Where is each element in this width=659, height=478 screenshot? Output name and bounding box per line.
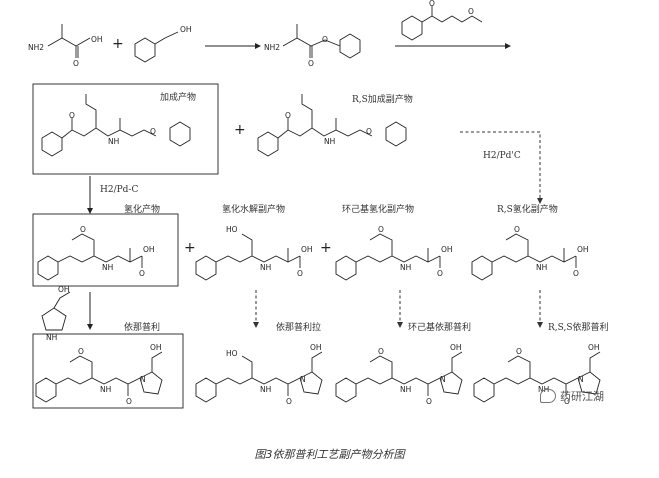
oxygen-label: O: [150, 127, 156, 136]
hydrogenation-product-structure: O NH OH O: [37, 225, 155, 281]
oxygen-label: O: [297, 269, 303, 278]
ethyl-benzoylacrylate-structure: O O: [401, 0, 483, 41]
addition-product-box: [32, 83, 219, 175]
cyclohexyl-hydro-byproduct-structure: O NH OH O: [335, 225, 453, 281]
nitrogen-label: N: [300, 375, 306, 384]
amine-label: NH: [260, 385, 271, 394]
hydroxyl-label: OH: [150, 343, 162, 352]
watermark-text: 药研江湖: [560, 390, 604, 403]
amine-label: NH: [100, 385, 111, 394]
nitrogen-label: N: [440, 375, 446, 384]
hydroxyl-label: OH: [301, 245, 313, 254]
plus-sign: +: [184, 240, 196, 256]
proline-structure: OH NH: [41, 285, 71, 342]
h2-pdc-label-right: H2/Pd'C: [483, 151, 521, 161]
rs-hydro-byproduct-structure: O NH OH O: [471, 225, 589, 281]
plus-sign: +: [320, 240, 332, 256]
oxygen-label: O: [73, 59, 79, 68]
addition-product-label: 加成产物: [160, 91, 196, 103]
oxygen-label: O: [437, 269, 443, 278]
cyclohexyl-enalapril-label: 环己基依那普利: [408, 321, 471, 333]
cyclohexyl-hydro-byproduct-label: 环己基氢化副产物: [342, 203, 414, 215]
oxygen-label: O: [468, 7, 474, 16]
chat-bubble-icon: [540, 389, 556, 403]
hydroxyl-label: OH: [91, 35, 103, 44]
amine-label: NH: [536, 263, 547, 272]
hydroxyl-label: OH: [180, 25, 192, 34]
rs-addition-byproduct-label: R,S加成副产物: [352, 93, 413, 105]
oxygen-label: O: [322, 35, 328, 44]
alanine-structure: NH2 OH O: [28, 24, 103, 68]
oxygen-label: O: [139, 269, 145, 278]
dashed-arrow: [460, 131, 541, 198]
nitrogen-label: N: [578, 375, 584, 384]
amine-label: NH: [46, 333, 57, 342]
oxygen-label: O: [308, 59, 314, 68]
hydroxyl-label: OH: [58, 285, 70, 294]
amine-label: NH: [108, 137, 119, 146]
oxygen-label: O: [126, 397, 132, 406]
oxygen-label: O: [80, 225, 86, 234]
hydrogenation-product-box: [32, 213, 179, 287]
plus-sign: +: [234, 122, 246, 138]
hydroxyl-label: HO: [226, 225, 238, 234]
benzyl-alcohol-structure: OH: [134, 25, 192, 63]
oxygen-label: O: [514, 225, 520, 234]
oxygen-label: O: [286, 397, 292, 406]
oxygen-label: O: [366, 127, 372, 136]
enalapril-label: 依那普利: [124, 321, 160, 333]
h2-pdc-label-left: H2/Pd-C: [100, 185, 138, 195]
hydroxyl-label: OH: [143, 245, 155, 254]
amine-label: NH: [102, 263, 113, 272]
oxygen-label: O: [378, 347, 384, 356]
rs-addition-byproduct-structure: O NH O: [257, 94, 407, 157]
figure-caption: 图3依那普利工艺副产物分析图: [254, 448, 405, 461]
hydroxyl-label: OH: [450, 343, 462, 352]
rss-enalapril-label: R,S,S依那普利: [548, 321, 609, 333]
amine-label: NH: [324, 137, 335, 146]
hydroxyl-label: OH: [588, 343, 600, 352]
hydroxyl-label: OH: [577, 245, 589, 254]
plus-sign: +: [112, 36, 124, 52]
hydro-hydrolysis-byproduct-label: 氢化水解副产物: [222, 203, 285, 215]
rs-hydro-byproduct-label: R,S氢化副产物: [497, 203, 558, 215]
hydro-hydrolysis-byproduct-structure: HO NH OH O: [195, 225, 313, 281]
oxygen-label: O: [378, 225, 384, 234]
hydroxyl-label: OH: [441, 245, 453, 254]
nitrogen-label: N: [140, 375, 146, 384]
hydrogenation-product-label: 氢化产物: [124, 203, 160, 215]
enalapril-box: [32, 333, 184, 409]
oxygen-label: O: [429, 0, 435, 8]
oxygen-label: O: [426, 397, 432, 406]
oxygen-label: O: [69, 111, 75, 120]
oxygen-label: O: [573, 269, 579, 278]
enalaprilat-structure: HO NH O N OH: [195, 343, 323, 406]
amine-label: NH2: [28, 43, 44, 52]
cyclohexyl-enalapril-structure: O NH O N OH: [335, 343, 463, 406]
alanine-benzyl-ester-structure: NH2 O O: [264, 24, 361, 68]
amine-label: NH: [400, 263, 411, 272]
addition-product-structure: O NH O: [41, 94, 191, 157]
amine-label: NH2: [264, 43, 280, 52]
enalapril-structure: O NH O N OH: [35, 343, 163, 406]
watermark: 药研江湖: [540, 388, 604, 404]
oxygen-label: O: [564, 397, 570, 406]
hydroxyl-label: HO: [226, 349, 238, 358]
oxygen-label: O: [516, 347, 522, 356]
oxygen-label: O: [78, 347, 84, 356]
hydroxyl-label: OH: [310, 343, 322, 352]
amine-label: NH: [260, 263, 271, 272]
oxygen-label: O: [285, 111, 291, 120]
enalaprilat-label: 依那普利拉: [276, 321, 321, 333]
amine-label: NH: [400, 385, 411, 394]
